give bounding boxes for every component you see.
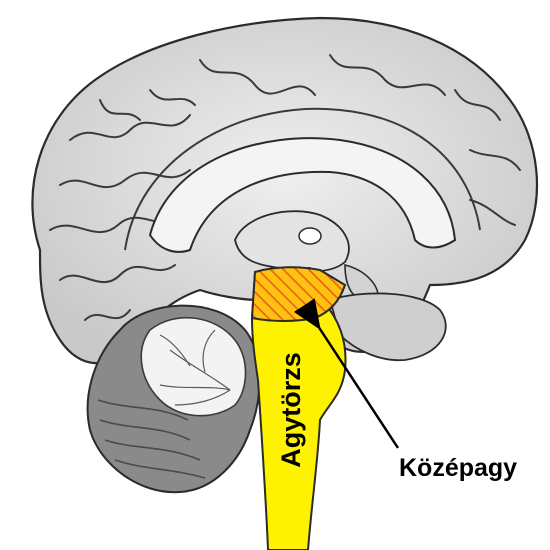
midbrain-label: Középagy — [399, 454, 517, 482]
interthalamic-adhesion — [299, 228, 321, 244]
brainstem-label: Agytörzs — [276, 352, 306, 468]
